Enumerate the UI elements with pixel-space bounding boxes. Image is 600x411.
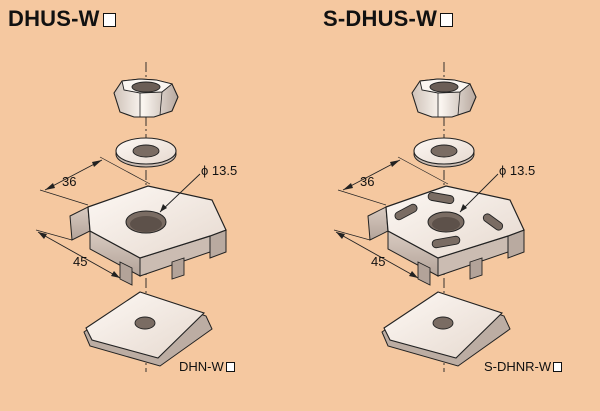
hole-diameter-label: ϕ 13.5 (201, 163, 238, 178)
blank-box-icon (440, 13, 454, 27)
flat-washer (413, 137, 475, 168)
width-dimension-label: 36 (62, 174, 77, 189)
channel-plate (69, 185, 227, 286)
dimension-45 (35, 229, 121, 279)
blank-box-icon (102, 13, 116, 27)
length-dimension-label: 45 (371, 254, 386, 269)
width-dimension-label: 36 (360, 174, 375, 189)
length-dimension-label: 45 (73, 254, 88, 269)
square-washer-plate (83, 291, 213, 367)
dimension-45 (333, 229, 419, 279)
washer-model-label: DHN-W (179, 359, 235, 374)
left-assembly (35, 62, 227, 372)
slotted-channel-plate (367, 185, 525, 286)
flat-washer (115, 137, 177, 168)
dimension-36 (39, 156, 151, 206)
hole-diameter-label: ϕ 13.5 (499, 163, 536, 178)
hex-nut (113, 78, 179, 118)
hole-leader (459, 173, 499, 213)
washer-model-label: S-DHNR-W (484, 359, 563, 374)
right-assembly (333, 62, 525, 372)
blank-box-icon (553, 362, 563, 372)
square-washer-plate (381, 291, 511, 367)
hole-leader (159, 173, 201, 213)
dimension-36 (337, 156, 449, 206)
blank-box-icon (225, 362, 235, 372)
right-title: S-DHUS-W (323, 6, 454, 32)
hex-nut (411, 78, 477, 118)
left-title: DHUS-W (8, 6, 116, 32)
